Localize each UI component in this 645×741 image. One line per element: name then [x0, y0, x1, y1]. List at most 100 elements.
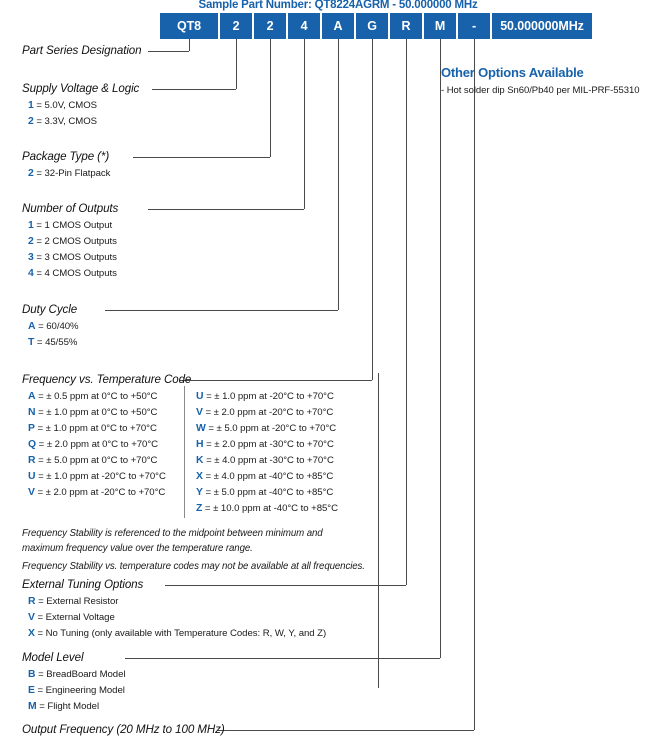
- group-title-part-series-designation: Part Series Designation: [22, 44, 142, 57]
- option-row-number-of-outputs-1: 1 = 1 CMOS Output: [28, 220, 112, 231]
- option-row-frequency-vs-temperature-code-U: U = ± 1.0 ppm at -20°C to +70°C: [28, 471, 166, 482]
- vertical-divider: [378, 373, 379, 688]
- leader-drop-supply-voltage-logic: [236, 39, 237, 89]
- option-key: U: [196, 391, 204, 402]
- leader-drop-number-of-outputs: [304, 39, 305, 209]
- option-text: = 3.3V, CMOS: [33, 116, 97, 127]
- option-key: X: [28, 628, 35, 639]
- option-row-frequency-vs-temperature-code-right-H: H = ± 2.0 ppm at -30°C to +70°C: [196, 439, 334, 450]
- option-key: 1: [28, 220, 34, 231]
- leader-drop-model-level: [440, 39, 441, 658]
- option-text: = BreadBoard Model: [35, 669, 126, 680]
- option-text: = 60/40%: [35, 321, 79, 332]
- option-row-external-tuning-options-X: X = No Tuning (only available with Tempe…: [28, 628, 326, 639]
- other-options-item: - Hot solder dip Sn60/Pb40 per MIL-PRF-5…: [441, 85, 640, 96]
- option-row-number-of-outputs-2: 2 = 2 CMOS Outputs: [28, 236, 117, 247]
- option-text: = ± 5.0 ppm at -20°C to +70°C: [205, 423, 337, 434]
- group-title-frequency-vs-temperature-code: Frequency vs. Temperature Code: [22, 373, 192, 386]
- option-text: = ± 1.0 ppm at 0°C to +70°C: [34, 423, 157, 434]
- option-row-frequency-vs-temperature-code-right-K: K = ± 4.0 ppm at -30°C to +70°C: [196, 455, 334, 466]
- option-key: 2: [28, 168, 34, 179]
- group-title-output-frequency: Output Frequency (20 MHz to 100 MHz): [22, 723, 225, 736]
- option-text: = Flight Model: [36, 701, 100, 712]
- part-code-cell-6: R: [390, 13, 422, 39]
- group-title-supply-voltage-logic: Supply Voltage & Logic: [22, 82, 140, 95]
- option-text: = ± 4.0 ppm at -40°C to +85°C: [202, 471, 334, 482]
- option-text: = External Voltage: [34, 612, 115, 623]
- part-code-cell-0: QT8: [160, 13, 218, 39]
- option-text: = ± 2.0 ppm at -20°C to +70°C: [34, 487, 166, 498]
- option-row-frequency-vs-temperature-code-right-Z: Z = ± 10.0 ppm at -40°C to +85°C: [196, 503, 338, 514]
- option-key: V: [28, 612, 35, 623]
- part-code-cell-2: 2: [254, 13, 286, 39]
- leader-run-supply-voltage-logic: [152, 89, 236, 90]
- leader-drop-part-series-designation: [189, 39, 190, 51]
- option-key: V: [28, 487, 35, 498]
- part-code-cell-4: A: [322, 13, 354, 39]
- option-text: = 45/55%: [34, 337, 78, 348]
- option-row-frequency-vs-temperature-code-P: P = ± 1.0 ppm at 0°C to +70°C: [28, 423, 157, 434]
- option-text: = 5.0V, CMOS: [33, 100, 97, 111]
- option-text: = ± 5.0 ppm at -40°C to +85°C: [202, 487, 334, 498]
- option-text: = 4 CMOS Outputs: [33, 268, 117, 279]
- option-key: P: [28, 423, 35, 434]
- leader-drop-frequency-vs-temperature-code: [372, 39, 373, 380]
- leader-drop-output-frequency: [474, 39, 475, 730]
- option-row-frequency-vs-temperature-code-right-Y: Y = ± 5.0 ppm at -40°C to +85°C: [196, 487, 333, 498]
- option-text: = 2 CMOS Outputs: [33, 236, 117, 247]
- option-row-package-type-2: 2 = 32-Pin Flatpack: [28, 168, 110, 179]
- footnote-0: Frequency Stability is referenced to the…: [22, 528, 323, 539]
- page-title: Sample Part Number: QT8224AGRM - 50.0000…: [198, 0, 478, 11]
- option-row-duty-cycle-T: T = 45/55%: [28, 337, 77, 348]
- option-key: Q: [28, 439, 37, 450]
- option-row-model-level-M: M = Flight Model: [28, 701, 99, 712]
- option-row-frequency-vs-temperature-code-A: A = ± 0.5 ppm at 0°C to +50°C: [28, 391, 157, 402]
- option-key: M: [28, 701, 37, 712]
- option-key: 1: [28, 100, 34, 111]
- option-text: = ± 4.0 ppm at -30°C to +70°C: [203, 455, 334, 466]
- part-code-cell-7: M: [424, 13, 456, 39]
- option-row-frequency-vs-temperature-code-N: N = ± 1.0 ppm at 0°C to +50°C: [28, 407, 157, 418]
- leader-drop-external-tuning-options: [406, 39, 407, 585]
- leader-drop-duty-cycle: [338, 39, 339, 310]
- part-code-cell-1: 2: [220, 13, 252, 39]
- option-key: R: [28, 455, 36, 466]
- option-key: 4: [28, 268, 34, 279]
- leader-run-number-of-outputs: [148, 209, 304, 210]
- option-text: = Engineering Model: [34, 685, 125, 696]
- option-key: Z: [196, 503, 203, 514]
- option-row-duty-cycle-A: A = 60/40%: [28, 321, 79, 332]
- option-text: = ± 1.0 ppm at -20°C to +70°C: [35, 471, 166, 482]
- other-options-heading: Other Options Available: [441, 65, 584, 80]
- option-row-model-level-B: B = BreadBoard Model: [28, 669, 126, 680]
- option-key: K: [196, 455, 204, 466]
- option-row-frequency-vs-temperature-code-Q: Q = ± 2.0 ppm at 0°C to +70°C: [28, 439, 158, 450]
- option-key: A: [28, 321, 36, 332]
- option-text: = ± 1.0 ppm at 0°C to +50°C: [35, 407, 158, 418]
- leader-run-package-type: [133, 157, 270, 158]
- temperature-columns-divider: [184, 386, 185, 518]
- option-text: = ± 5.0 ppm at 0°C to +70°C: [35, 455, 158, 466]
- option-key: W: [196, 423, 206, 434]
- part-code-cell-3: 4: [288, 13, 320, 39]
- part-code-cell-5: G: [356, 13, 388, 39]
- footnote-1: maximum frequency value over the tempera…: [22, 543, 253, 554]
- option-key: 2: [28, 236, 34, 247]
- leader-run-external-tuning-options: [165, 585, 406, 586]
- option-text: = ± 2.0 ppm at -20°C to +70°C: [202, 407, 334, 418]
- option-row-frequency-vs-temperature-code-right-V: V = ± 2.0 ppm at -20°C to +70°C: [196, 407, 333, 418]
- option-key: H: [196, 439, 204, 450]
- part-code-cell-9: 50.000000MHz: [492, 13, 592, 39]
- leader-run-frequency-vs-temperature-code: [180, 380, 372, 381]
- option-row-external-tuning-options-R: R = External Resistor: [28, 596, 119, 607]
- option-text: = 1 CMOS Output: [33, 220, 113, 231]
- group-title-duty-cycle: Duty Cycle: [22, 303, 78, 316]
- option-key: E: [28, 685, 35, 696]
- group-title-package-type: Package Type (*): [22, 150, 110, 163]
- part-code-cell-8: -: [458, 13, 490, 39]
- leader-drop-package-type: [270, 39, 271, 157]
- footnote-2: Frequency Stability vs. temperature code…: [22, 561, 365, 572]
- option-row-supply-voltage-logic-1: 1 = 5.0V, CMOS: [28, 100, 97, 111]
- option-row-frequency-vs-temperature-code-right-X: X = ± 4.0 ppm at -40°C to +85°C: [196, 471, 333, 482]
